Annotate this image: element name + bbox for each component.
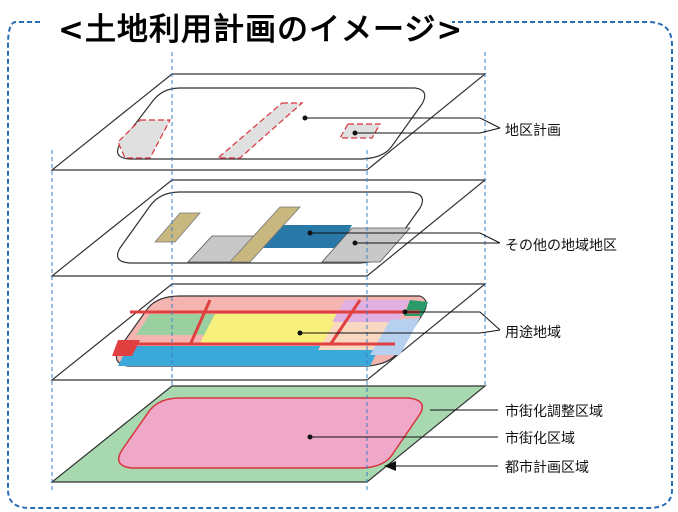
label-urbanization-control: 市街化調整区域 xyxy=(505,404,603,420)
zone-blue xyxy=(258,225,352,248)
label-district-plan: 地区計画 xyxy=(505,123,561,139)
use-zone-map xyxy=(112,295,428,367)
zone-tan-diagonal xyxy=(229,206,301,263)
leader-arrowhead xyxy=(384,461,396,471)
urbanization-promotion-area xyxy=(117,397,423,469)
label-use-zones: 用途地域 xyxy=(505,325,561,341)
leader-dots xyxy=(297,115,408,440)
label-urbanization-promotion: 市街化区域 xyxy=(505,431,575,447)
district-left xyxy=(117,119,171,159)
district-middle xyxy=(216,102,304,159)
dashed-frame xyxy=(7,21,673,509)
leader-lines xyxy=(300,117,501,467)
diagram-title: <土地利用計画のイメージ> xyxy=(58,12,464,48)
district-right xyxy=(338,123,382,139)
guide-lines xyxy=(51,52,486,490)
zone-tan-small xyxy=(154,212,201,243)
zone-gray-right xyxy=(321,227,411,263)
label-city-planning-area: 都市計画区域 xyxy=(505,460,589,476)
label-other-zones: その他の地域地区 xyxy=(505,238,617,254)
